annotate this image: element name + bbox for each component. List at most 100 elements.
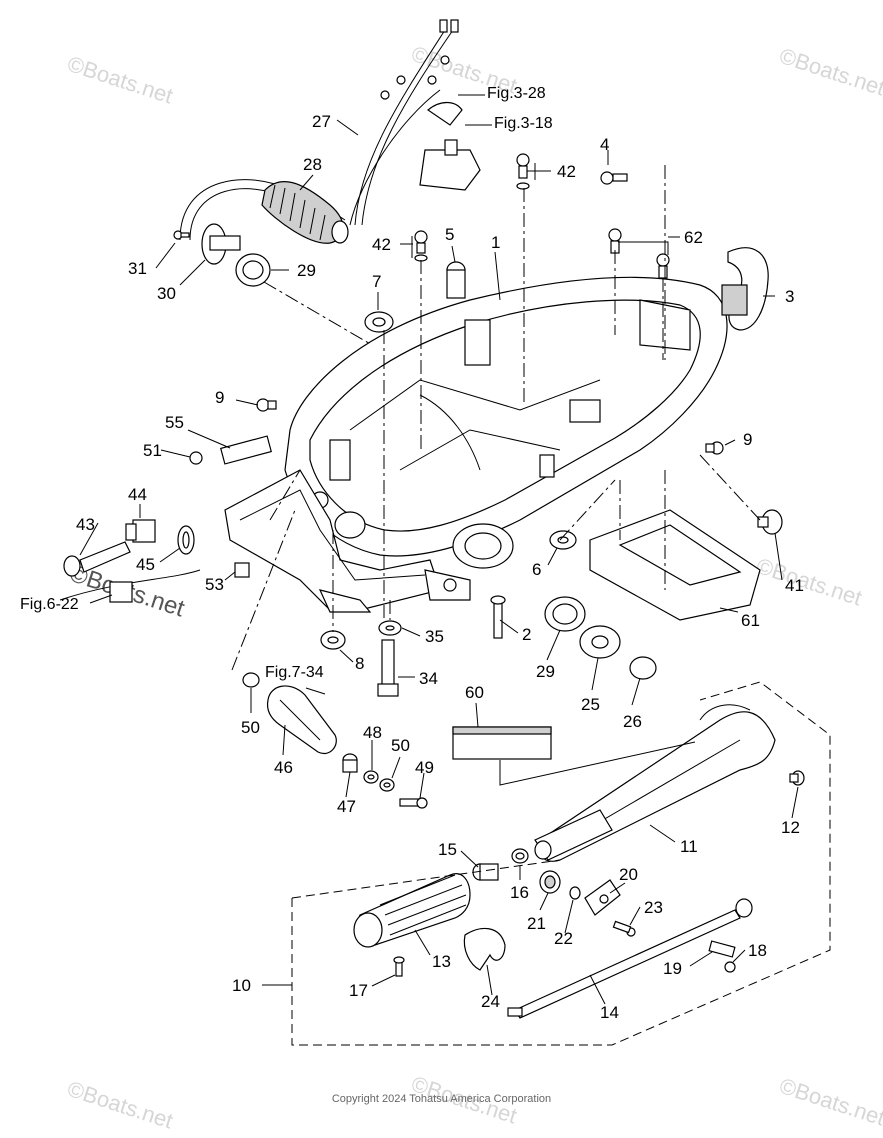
tiller-assembly (353, 596, 805, 1019)
callout-46: 46 (274, 758, 293, 777)
collar-part-44 (125, 519, 156, 543)
callout-30: 30 (157, 284, 176, 303)
cowl-post-left (329, 439, 351, 481)
callout-13: 13 (432, 952, 451, 971)
decal-part-60 (452, 726, 552, 760)
callout-34: 34 (419, 669, 438, 688)
callout-29-lower: 29 (536, 662, 555, 681)
bolt-part-34 (377, 639, 399, 697)
callout-9-left: 9 (215, 388, 224, 407)
callout-21: 21 (527, 914, 546, 933)
screw-part-17 (393, 956, 405, 977)
screw-part-43 (63, 541, 131, 577)
callout-35: 35 (425, 627, 444, 646)
bolt-part-62-b (656, 253, 670, 279)
callout-43: 43 (76, 515, 95, 534)
watermarks: ©Boats.net ©Boats.net ©Boats.net ©Boats.… (64, 41, 883, 1134)
fig-ref-7-34: Fig.7-34 (265, 664, 324, 681)
fuel-connector-part (419, 101, 481, 191)
grommet-part-8 (320, 630, 346, 650)
callout-4: 4 (600, 135, 609, 154)
callout-42-top: 42 (557, 162, 576, 181)
fig-ref-6-22: Fig.6-22 (20, 596, 79, 613)
bracket-part-24 (463, 927, 506, 971)
knob-part-41 (757, 509, 783, 535)
callout-55: 55 (165, 413, 184, 432)
callout-26: 26 (623, 712, 642, 731)
callout-49: 49 (415, 758, 434, 777)
callout-3: 3 (785, 287, 794, 306)
washer-part-35 (378, 620, 402, 636)
callout-20: 20 (619, 865, 638, 884)
callout-44: 44 (128, 485, 147, 504)
throttle-rod-part-14 (507, 898, 753, 1019)
cowl-tab (569, 399, 601, 423)
pad-part-61 (589, 509, 761, 621)
grommet-part-7 (364, 311, 394, 333)
cowl-post (464, 319, 491, 366)
callout-41: 41 (785, 576, 804, 595)
plate-part-53 (234, 562, 250, 578)
grommet-part-28 (261, 181, 349, 244)
callout-50-right: 50 (391, 736, 410, 755)
plate-part-30 (201, 223, 241, 265)
cowl-post-small (539, 454, 555, 478)
watermark-mid-right: ©Boats.net (753, 553, 865, 611)
fastener-part-9-right (705, 441, 724, 455)
seal-part-29-top (235, 253, 271, 287)
spring-part-22 (569, 886, 581, 900)
knob-part-21 (539, 870, 561, 894)
bolt-part-49 (399, 797, 428, 809)
callout-5: 5 (445, 225, 454, 244)
washer-part-51 (189, 451, 203, 465)
callout-42-mid: 42 (372, 235, 391, 254)
callout-23: 23 (644, 898, 663, 917)
screw-part-18 (724, 961, 736, 973)
copyright-notice: Copyright 2024 Tohatsu America Corporati… (331, 1093, 552, 1105)
callout-15: 15 (438, 840, 457, 859)
callout-12: 12 (781, 818, 800, 837)
clamp-part-3 (721, 247, 769, 331)
plate-part-20 (584, 879, 621, 916)
fig-ref-3-28: Fig.3-28 (487, 85, 546, 102)
o-ring-part-26 (629, 656, 657, 680)
tiller-arm-part-11 (534, 704, 776, 862)
clip-part-19 (708, 940, 736, 958)
sleeve-part-47 (342, 753, 358, 773)
callout-6: 6 (532, 560, 541, 579)
callout-14: 14 (600, 1003, 619, 1022)
callout-18: 18 (748, 941, 767, 960)
washer-part-48 (363, 770, 379, 784)
callout-29-top: 29 (297, 261, 316, 280)
ring-part-16 (511, 848, 529, 864)
callout-28: 28 (303, 155, 322, 174)
callout-31: 31 (128, 259, 147, 278)
callout-61: 61 (741, 611, 760, 630)
grommet-part-6 (549, 530, 577, 550)
callout-48: 48 (363, 723, 382, 742)
small-fasteners (189, 153, 670, 697)
callout-51: 51 (143, 441, 162, 460)
callout-17: 17 (349, 981, 368, 1000)
cowl-hole (334, 511, 366, 539)
lever-part-46 (266, 685, 337, 755)
watermark-top-left: ©Boats.net (64, 51, 176, 109)
leader-lines (79, 94, 799, 1005)
callout-19: 19 (663, 959, 682, 978)
callout-labels: 27 28 31 30 29 4 42 42 62 5 1 3 7 9 9 55… (76, 112, 804, 1022)
callout-8: 8 (355, 654, 364, 673)
callout-53: 53 (205, 575, 224, 594)
link-fig6-22 (109, 581, 133, 603)
fastener-part-9-left (256, 398, 277, 412)
callout-24: 24 (481, 992, 500, 1011)
callout-25: 25 (581, 695, 600, 714)
collar-part-15 (472, 863, 499, 881)
callout-47: 47 (337, 797, 356, 816)
washer-part-50-left (242, 672, 260, 688)
figure-references: Fig.3-28 Fig.3-18 Fig.6-22 Fig.7-34 (20, 85, 553, 681)
grip-part-13 (353, 873, 471, 948)
callout-7: 7 (372, 272, 381, 291)
callout-62: 62 (684, 228, 703, 247)
callout-11: 11 (680, 837, 698, 856)
